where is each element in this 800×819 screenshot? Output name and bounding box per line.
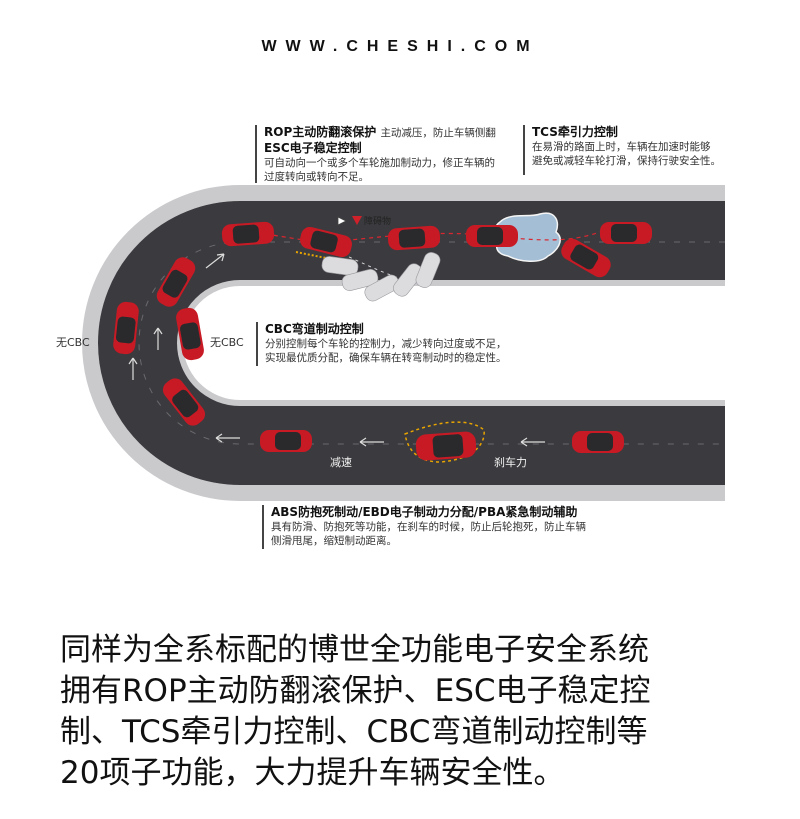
watermark-url: WWW.CHESHI.COM <box>261 38 539 55</box>
car-ghost <box>341 269 379 291</box>
callout-aside: 主动减压，防止车辆侧翻 <box>380 127 496 139</box>
car-icon <box>600 222 652 244</box>
car-icon <box>113 301 139 355</box>
obstacle-label: 障碍物 <box>364 217 392 227</box>
arrow-left-icon <box>215 433 240 443</box>
car-icon <box>221 221 275 247</box>
brake-force-label: 刹车力 <box>494 456 527 469</box>
obstacle-icon <box>337 216 362 226</box>
outer-curb <box>82 185 725 501</box>
callout-text: 侧滑甩尾，缩短制动距离。 <box>271 535 397 547</box>
car-icon <box>176 307 204 361</box>
callout-text: 过度转向或转向不足。 <box>264 171 369 183</box>
car-icon <box>561 238 611 278</box>
callout-text: 可自动向一个或多个车轮施加制动力，修正车辆的 <box>264 157 495 169</box>
no-cbc-outer-label: 无CBC <box>56 336 90 349</box>
callout-title: TCS牵引力控制 <box>532 125 618 139</box>
car-ghost <box>321 256 359 276</box>
arrow-up-right-icon <box>205 253 225 269</box>
brake-glow-icon <box>404 421 485 463</box>
callout-title: ESC电子稳定控制 <box>264 141 362 155</box>
no-cbc-inner-label: 无CBC <box>210 336 244 349</box>
callout-title: CBC弯道制动控制 <box>265 322 364 336</box>
decelerate-label: 减速 <box>330 456 352 469</box>
car-icon <box>415 431 477 461</box>
callout-text: 具有防滑、防抱死等功能，在刹车的时候，防止后轮抱死，防止车辆 <box>271 521 586 533</box>
caption-line: 拥有ROP主动防翻滚保护、ESC电子稳定控 <box>60 673 651 709</box>
car-icon <box>156 257 196 307</box>
callout-text: 分别控制每个车轮的控制力，减少转向过度或不足， <box>265 338 507 350</box>
track-diagram <box>82 185 725 501</box>
arrow-up-icon <box>128 357 138 380</box>
arrow-up-icon <box>153 327 163 350</box>
callout-rop-esc: ROP主动防翻滚保护 主动减压，防止车辆侧翻 ESC电子稳定控制 可自动向一个或… <box>255 125 496 184</box>
lane-marking <box>138 241 725 445</box>
car-icon <box>466 225 518 247</box>
inner-curb <box>177 280 725 406</box>
caption-line: 制、TCS牵引力控制、CBC弯道制动控制等 <box>60 714 648 750</box>
arrow-left-icon <box>520 437 545 447</box>
callout-title: ROP主动防翻滚保护 主动减压，防止车辆侧翻 <box>264 125 496 139</box>
callout-text: 实现最优质分配，确保车辆在转弯制动时的稳定性。 <box>265 352 507 364</box>
callout-cbc: CBC弯道制动控制 分别控制每个车轮的控制力，减少转向过度或不足， 实现最优质分… <box>256 322 507 366</box>
car-icon <box>162 378 206 426</box>
arrow-left-icon <box>359 437 384 447</box>
wheel-trace <box>295 251 327 259</box>
caption-paragraph: 同样为全系标配的博世全功能电子安全系统 拥有ROP主动防翻滚保护、ESC电子稳定… <box>60 630 760 794</box>
car-ghost <box>415 252 441 288</box>
callout-abs-ebd-pba: ABS防抱死制动/EBD电子制动力分配/PBA紧急制动辅助 具有防滑、防抱死等功… <box>262 505 586 549</box>
caption-line: 20项子功能，大力提升车辆安全性。 <box>60 755 565 791</box>
callout-title: ABS防抱死制动/EBD电子制动力分配/PBA紧急制动辅助 <box>271 505 578 519</box>
car-icon <box>260 430 312 452</box>
callout-tcs: TCS牵引力控制 在易滑的路面上时，车辆在加速时能够 避免或减轻车轮打滑，保持行… <box>523 125 721 175</box>
car-ghost <box>393 263 423 297</box>
car-icon <box>300 226 352 258</box>
car-icon <box>572 431 624 453</box>
caption-line: 同样为全系标配的博世全功能电子安全系统 <box>60 632 649 668</box>
car-icon <box>387 225 441 251</box>
callout-text: 避免或减轻车轮打滑，保持行驶安全性。 <box>532 155 721 167</box>
callout-text: 在易滑的路面上时，车辆在加速时能够 <box>532 141 711 153</box>
